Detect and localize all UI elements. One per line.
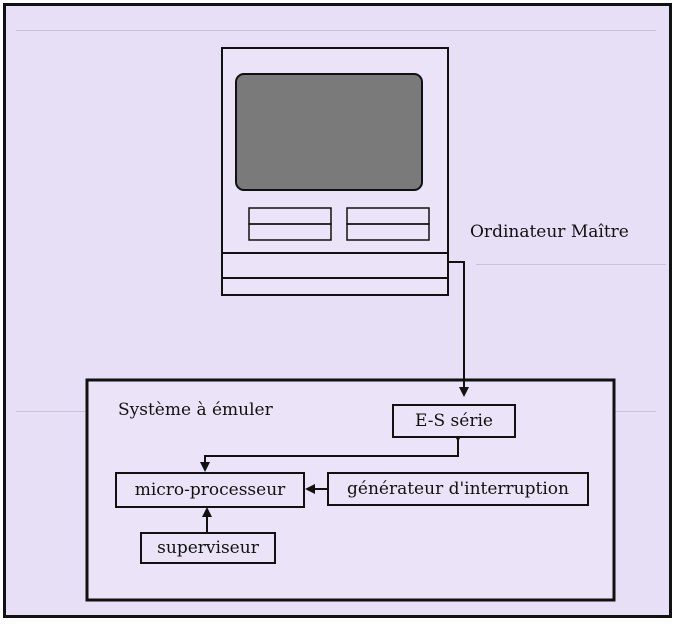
interrupt-generator-box: générateur d'interruption xyxy=(327,472,589,506)
system-label: Système à émuler xyxy=(118,400,273,420)
screen xyxy=(235,73,423,191)
supervisor-label: superviseur xyxy=(157,538,259,558)
master-computer-label: Ordinateur Maître xyxy=(470,222,629,242)
scan-line xyxy=(476,264,666,265)
serial-io-box: E-S série xyxy=(392,404,516,438)
drive-slot xyxy=(248,223,332,241)
drive-slot xyxy=(346,223,430,241)
microprocessor-label: micro-processeur xyxy=(134,480,286,500)
bus-link-arrow xyxy=(200,432,463,472)
computer-terminal-icon xyxy=(221,47,449,296)
serial-io-label: E-S série xyxy=(415,411,493,431)
supervisor-box: superviseur xyxy=(140,532,276,564)
interrupt-generator-label: générateur d'interruption xyxy=(347,479,569,499)
microprocessor-box: micro-processeur xyxy=(115,472,305,508)
scan-line xyxy=(16,30,656,31)
serial-link-arrow xyxy=(448,261,469,397)
